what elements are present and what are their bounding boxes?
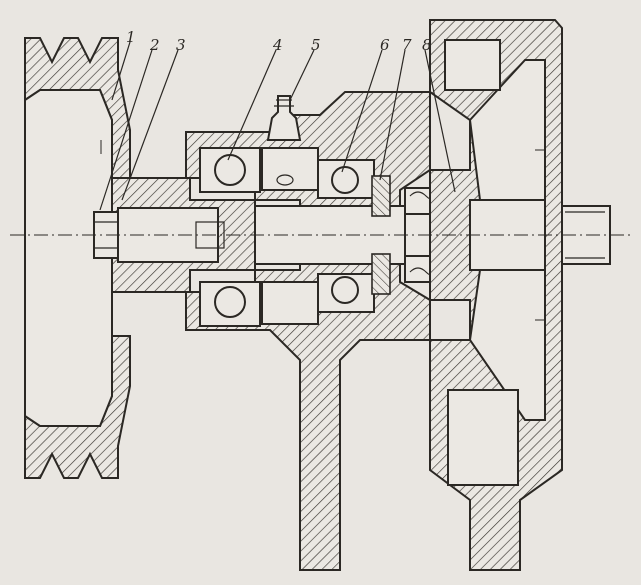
callout-7: 7 [402,36,412,54]
callout-4: 4 [273,36,283,54]
callout-3: 3 [176,36,186,54]
callout-1: 1 [126,28,136,46]
callout-6: 6 [380,36,390,54]
leader-lines [99,41,456,211]
callout-5: 5 [311,36,321,54]
grease-nipple [266,95,302,186]
ball-bearing-right [331,166,359,304]
ball-bearing-left [214,154,246,318]
pulley [24,37,131,479]
callout-8: 8 [422,36,432,54]
pump-casing [429,19,563,571]
callout-2: 2 [150,36,160,54]
